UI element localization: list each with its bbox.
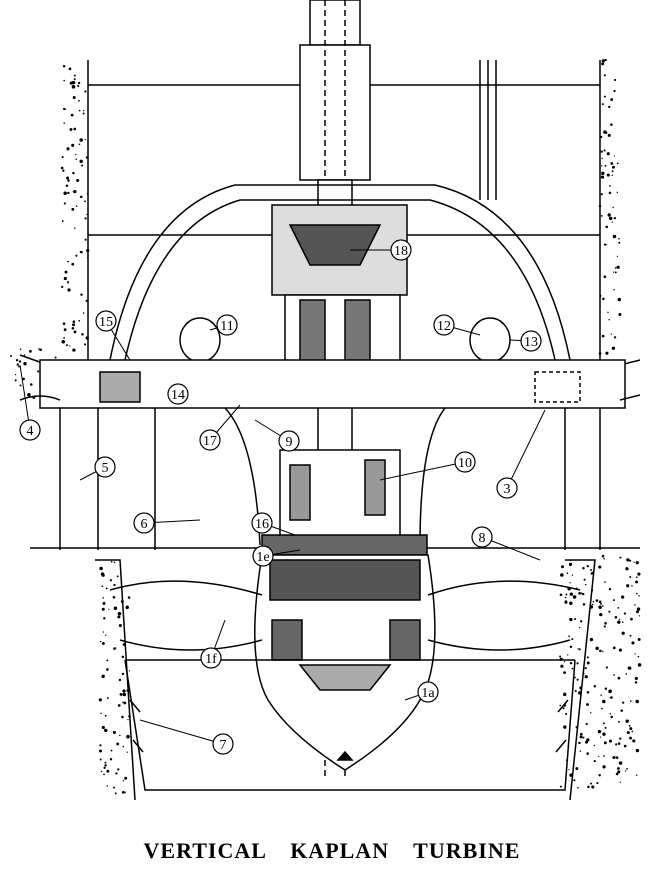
part-label-5: 5 <box>79 456 116 481</box>
label-circle <box>433 314 455 336</box>
part-label-10: 10 <box>379 451 476 481</box>
part-label-9: 9 <box>254 419 300 452</box>
part-label-15: 15 <box>95 310 131 361</box>
label-circle <box>390 239 412 261</box>
part-label-3: 3 <box>496 409 546 499</box>
part-label-7: 7 <box>139 719 234 755</box>
part-label-16: 16 <box>251 512 296 536</box>
label-text: 16 <box>255 517 269 532</box>
label-text: 12 <box>437 319 451 334</box>
label-text: 4 <box>27 424 34 439</box>
part-label-12: 12 <box>433 314 481 336</box>
part-label-1a: 1a <box>404 681 439 703</box>
concrete-texture <box>10 58 642 795</box>
label-text: 5 <box>102 461 109 476</box>
label-text: 18 <box>394 244 408 259</box>
label-circle <box>417 681 439 703</box>
label-text: 10 <box>458 456 472 471</box>
label-text: 11 <box>220 319 233 334</box>
diagram-title: VERTICAL KAPLAN TURBINE <box>143 838 521 863</box>
part-label-8: 8 <box>471 526 541 561</box>
part-label-17: 17 <box>199 404 241 451</box>
label-circle <box>454 451 476 473</box>
label-circle <box>199 429 221 451</box>
leader-line <box>139 719 224 745</box>
part-label-4: 4 <box>19 364 41 441</box>
runner-blades <box>109 580 581 651</box>
part-label-11: 11 <box>209 314 238 336</box>
part-label-1e: 1e <box>252 545 301 567</box>
label-circle <box>19 419 41 441</box>
bearing-and-guide <box>261 449 428 556</box>
part-label-1f: 1f <box>200 619 226 669</box>
leader-line <box>19 364 31 431</box>
part-label-13: 13 <box>509 330 542 352</box>
label-text: 8 <box>479 531 486 546</box>
label-text: 9 <box>286 435 293 450</box>
label-text: 14 <box>171 388 185 403</box>
label-text: 3 <box>504 482 511 497</box>
label-text: 1a <box>421 686 435 701</box>
label-text: 13 <box>524 335 538 350</box>
leader-line <box>506 409 546 489</box>
label-circle <box>95 310 117 332</box>
draft-tube <box>124 659 576 791</box>
part-labels: 4 5 6 7 3 8 15 14 17 11 12 13 18 9 10 16 1e 1f 1a <box>19 239 546 755</box>
label-circle <box>471 526 493 548</box>
label-circle <box>251 512 273 534</box>
head-cover <box>39 359 626 409</box>
label-circle <box>167 383 189 405</box>
label-text: 1e <box>256 550 269 565</box>
label-text: 1f <box>205 652 217 667</box>
label-circle <box>94 456 116 478</box>
label-circle <box>520 330 542 352</box>
label-circle <box>216 314 238 336</box>
part-label-6: 6 <box>133 512 201 534</box>
part-label-14: 14 <box>167 383 189 405</box>
label-text: 17 <box>203 434 217 449</box>
label-circle <box>252 545 274 567</box>
runner-hub <box>254 554 436 771</box>
label-circle <box>133 512 155 534</box>
label-circle <box>496 477 518 499</box>
label-circle <box>212 733 234 755</box>
label-text: 7 <box>220 738 227 753</box>
leader-line <box>379 461 466 481</box>
label-text: 6 <box>141 517 148 532</box>
part-label-18: 18 <box>350 239 412 261</box>
label-text: 15 <box>99 315 113 330</box>
generator-housing <box>109 184 571 376</box>
label-circle <box>278 430 300 452</box>
label-circle <box>200 647 222 669</box>
